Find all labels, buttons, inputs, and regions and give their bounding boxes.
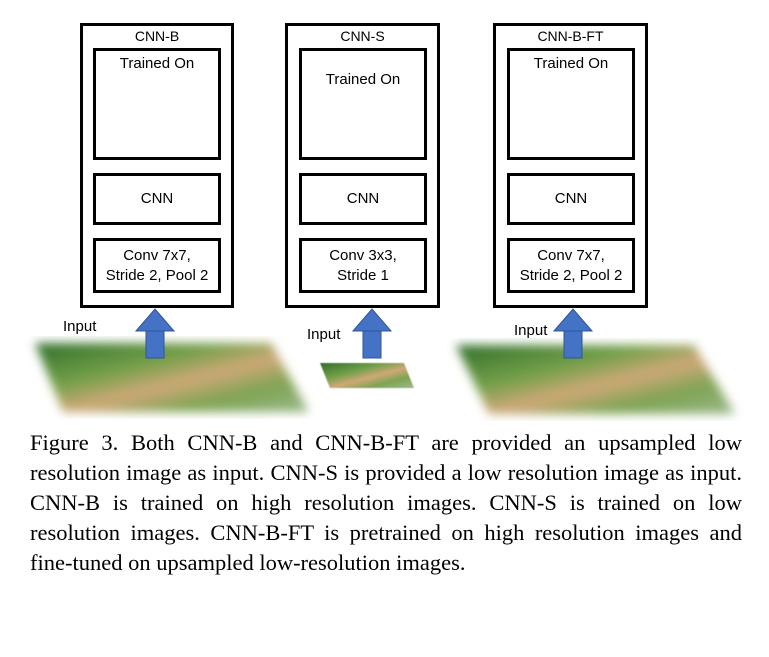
input-plane-cnn-b bbox=[35, 343, 309, 412]
conv-label: Conv 7x7, Stride 2, Pool 2 bbox=[105, 246, 209, 284]
arrow-up-icon bbox=[134, 308, 176, 359]
cnn-box: CNN bbox=[93, 173, 221, 225]
panel-cnn-b: CNN-B Trained On CNN Conv 7x7, Stride 2,… bbox=[80, 23, 234, 308]
input-plane-cnn-b-ft bbox=[456, 345, 735, 414]
trained-on-box: Trained On bbox=[93, 48, 221, 160]
arrow-up-icon bbox=[351, 308, 393, 359]
input-label-cnn-b: Input bbox=[63, 318, 97, 335]
panel-title: CNN-B-FT bbox=[537, 28, 604, 44]
input-plane-cnn-s bbox=[320, 363, 414, 388]
trained-on-label: Trained On bbox=[119, 55, 195, 72]
panel-title: CNN-B bbox=[134, 28, 180, 44]
arrow-up-icon bbox=[552, 308, 594, 359]
panel-cnn-b-ft: CNN-B-FT Trained On CNN Conv 7x7, Stride… bbox=[493, 23, 648, 308]
trained-on-box: Trained On bbox=[299, 48, 427, 160]
conv-box: Conv 7x7, Stride 2, Pool 2 bbox=[93, 238, 221, 293]
panel-cnn-s: CNN-S Trained On CNN Conv 3x3, Stride 1 bbox=[285, 23, 440, 308]
cnn-box: CNN bbox=[299, 173, 427, 225]
cnn-box: CNN bbox=[507, 173, 635, 225]
cnn-label: CNN bbox=[140, 190, 174, 207]
panel-title: CNN-S bbox=[340, 28, 385, 44]
trained-on-label: Trained On bbox=[533, 55, 609, 72]
input-label-cnn-s: Input bbox=[307, 326, 341, 343]
cnn-label: CNN bbox=[554, 190, 588, 207]
conv-label: Conv 3x3, Stride 1 bbox=[329, 246, 397, 284]
conv-box: Conv 7x7, Stride 2, Pool 2 bbox=[507, 238, 635, 293]
conv-label: Conv 7x7, Stride 2, Pool 2 bbox=[519, 246, 623, 284]
figure-caption: Figure 3. Both CNN-B and CNN-B-FT are pr… bbox=[30, 430, 742, 575]
trained-on-label: Trained On bbox=[325, 71, 401, 88]
input-label-cnn-b-ft: Input bbox=[514, 322, 548, 339]
cnn-label: CNN bbox=[346, 190, 380, 207]
conv-box: Conv 3x3, Stride 1 bbox=[299, 238, 427, 293]
trained-on-box: Trained On bbox=[507, 48, 635, 160]
